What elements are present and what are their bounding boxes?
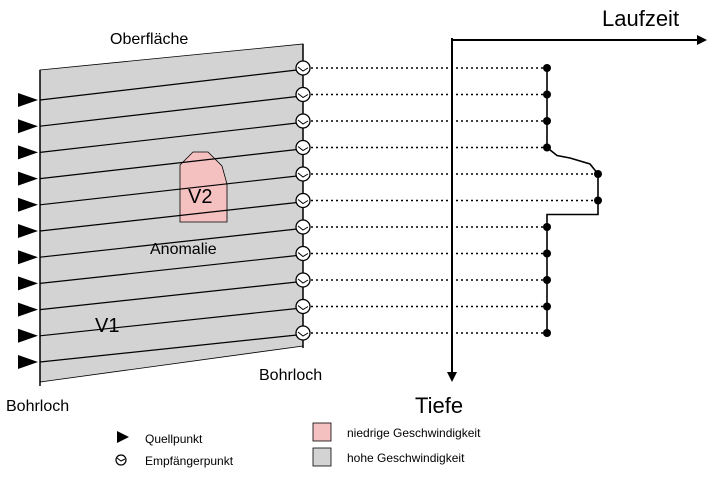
- source-arrow-icon: [18, 224, 38, 238]
- travel-time-point: [543, 223, 551, 231]
- source-arrow-icon: [18, 302, 38, 317]
- receiver-circle-icon: [295, 139, 311, 156]
- legend-source-label: Quellpunkt: [145, 432, 203, 446]
- receiver-mark: [297, 66, 309, 72]
- source-arrow-icon: [18, 119, 38, 134]
- receiver-mark: [297, 119, 309, 125]
- travel-time-point: [543, 329, 551, 337]
- background-velocity-label: V1: [95, 315, 119, 337]
- receiver-mark: [297, 252, 309, 258]
- receiver-mark: [297, 146, 309, 152]
- receiver-circle-icon: [295, 272, 311, 288]
- legend-receiver-label: Empfängerpunkt: [145, 454, 234, 468]
- legend: Quellpunkt Empfängerpunkt niedrige Gesch…: [115, 422, 481, 468]
- ray-path: [39, 175, 298, 206]
- travel-time-point: [543, 302, 551, 311]
- legend-low-velocity-label: niedrige Geschwindigkeit: [347, 426, 481, 440]
- borehole-left-label: Bohrloch: [6, 398, 69, 415]
- travel-time-axis-label: Laufzeit: [602, 6, 679, 31]
- receiver-circle-icon: [295, 325, 311, 341]
- ray-path: [39, 122, 298, 153]
- travel-time-curve: [543, 64, 602, 337]
- travel-time-point: [543, 143, 551, 152]
- receiver-mark: [297, 278, 309, 284]
- source-arrow-icon: [18, 171, 38, 186]
- ray-paths: [39, 69, 298, 363]
- travel-time-point: [543, 276, 551, 284]
- travel-time-point: [543, 90, 551, 99]
- ray-path: [39, 95, 298, 127]
- source-arrow-icon: [18, 355, 38, 369]
- receiver-circle-icon: [295, 192, 311, 209]
- ray-path: [39, 69, 298, 101]
- legend-source-arrow-icon: [117, 431, 129, 443]
- source-points: [18, 93, 38, 369]
- receiver-mark: [297, 199, 309, 205]
- receiver-points: [295, 60, 311, 341]
- source-arrow-icon: [18, 93, 38, 107]
- receiver-mark: [297, 331, 309, 337]
- ray-path: [39, 254, 298, 284]
- travel-time-connectors: [311, 67, 598, 334]
- travel-time-point: [543, 117, 551, 125]
- anomaly-velocity-label: V2: [188, 186, 212, 208]
- receiver-mark: [297, 93, 309, 99]
- receiver-circle-icon: [295, 219, 311, 235]
- travel-time-point: [543, 64, 551, 72]
- receiver-mark: [297, 305, 309, 311]
- source-arrow-icon: [18, 197, 38, 212]
- depth-axis-label: Tiefe: [415, 393, 463, 418]
- receiver-circle-icon: [295, 113, 311, 129]
- ray-path: [39, 148, 298, 180]
- receiver-mark: [297, 225, 309, 231]
- ray-path: [39, 307, 298, 337]
- receiver-circle-icon: [295, 166, 311, 182]
- receiver-mark: [297, 172, 309, 178]
- receiver-circle-icon: [295, 86, 311, 103]
- receiver-circle-icon: [295, 298, 311, 315]
- travel-time-point: [594, 196, 602, 205]
- receiver-circle-icon: [295, 245, 311, 262]
- legend-low-velocity-swatch: [312, 422, 332, 442]
- source-arrow-icon: [18, 276, 38, 291]
- ray-path: [39, 228, 298, 258]
- receiver-circle-icon: [295, 60, 311, 76]
- ray-path: [39, 334, 298, 363]
- legend-high-velocity-label: hohe Geschwindigkeit: [347, 451, 465, 465]
- ray-path: [39, 281, 298, 311]
- source-arrow-icon: [18, 328, 38, 343]
- travel-time-line: [546, 68, 599, 333]
- source-arrow-icon: [18, 145, 38, 160]
- borehole-right-label: Bohrloch: [259, 367, 322, 384]
- surface-label: Oberfläche: [110, 31, 188, 48]
- travel-time-point: [543, 249, 551, 258]
- legend-receiver-circle-icon: [115, 454, 127, 466]
- legend-high-velocity-swatch: [312, 447, 332, 467]
- legend-receiver-mark: [116, 457, 126, 462]
- source-arrow-icon: [18, 250, 38, 265]
- travel-time-point: [594, 170, 602, 178]
- ray-path: [39, 201, 298, 232]
- anomaly-label: Anomalie: [150, 241, 217, 258]
